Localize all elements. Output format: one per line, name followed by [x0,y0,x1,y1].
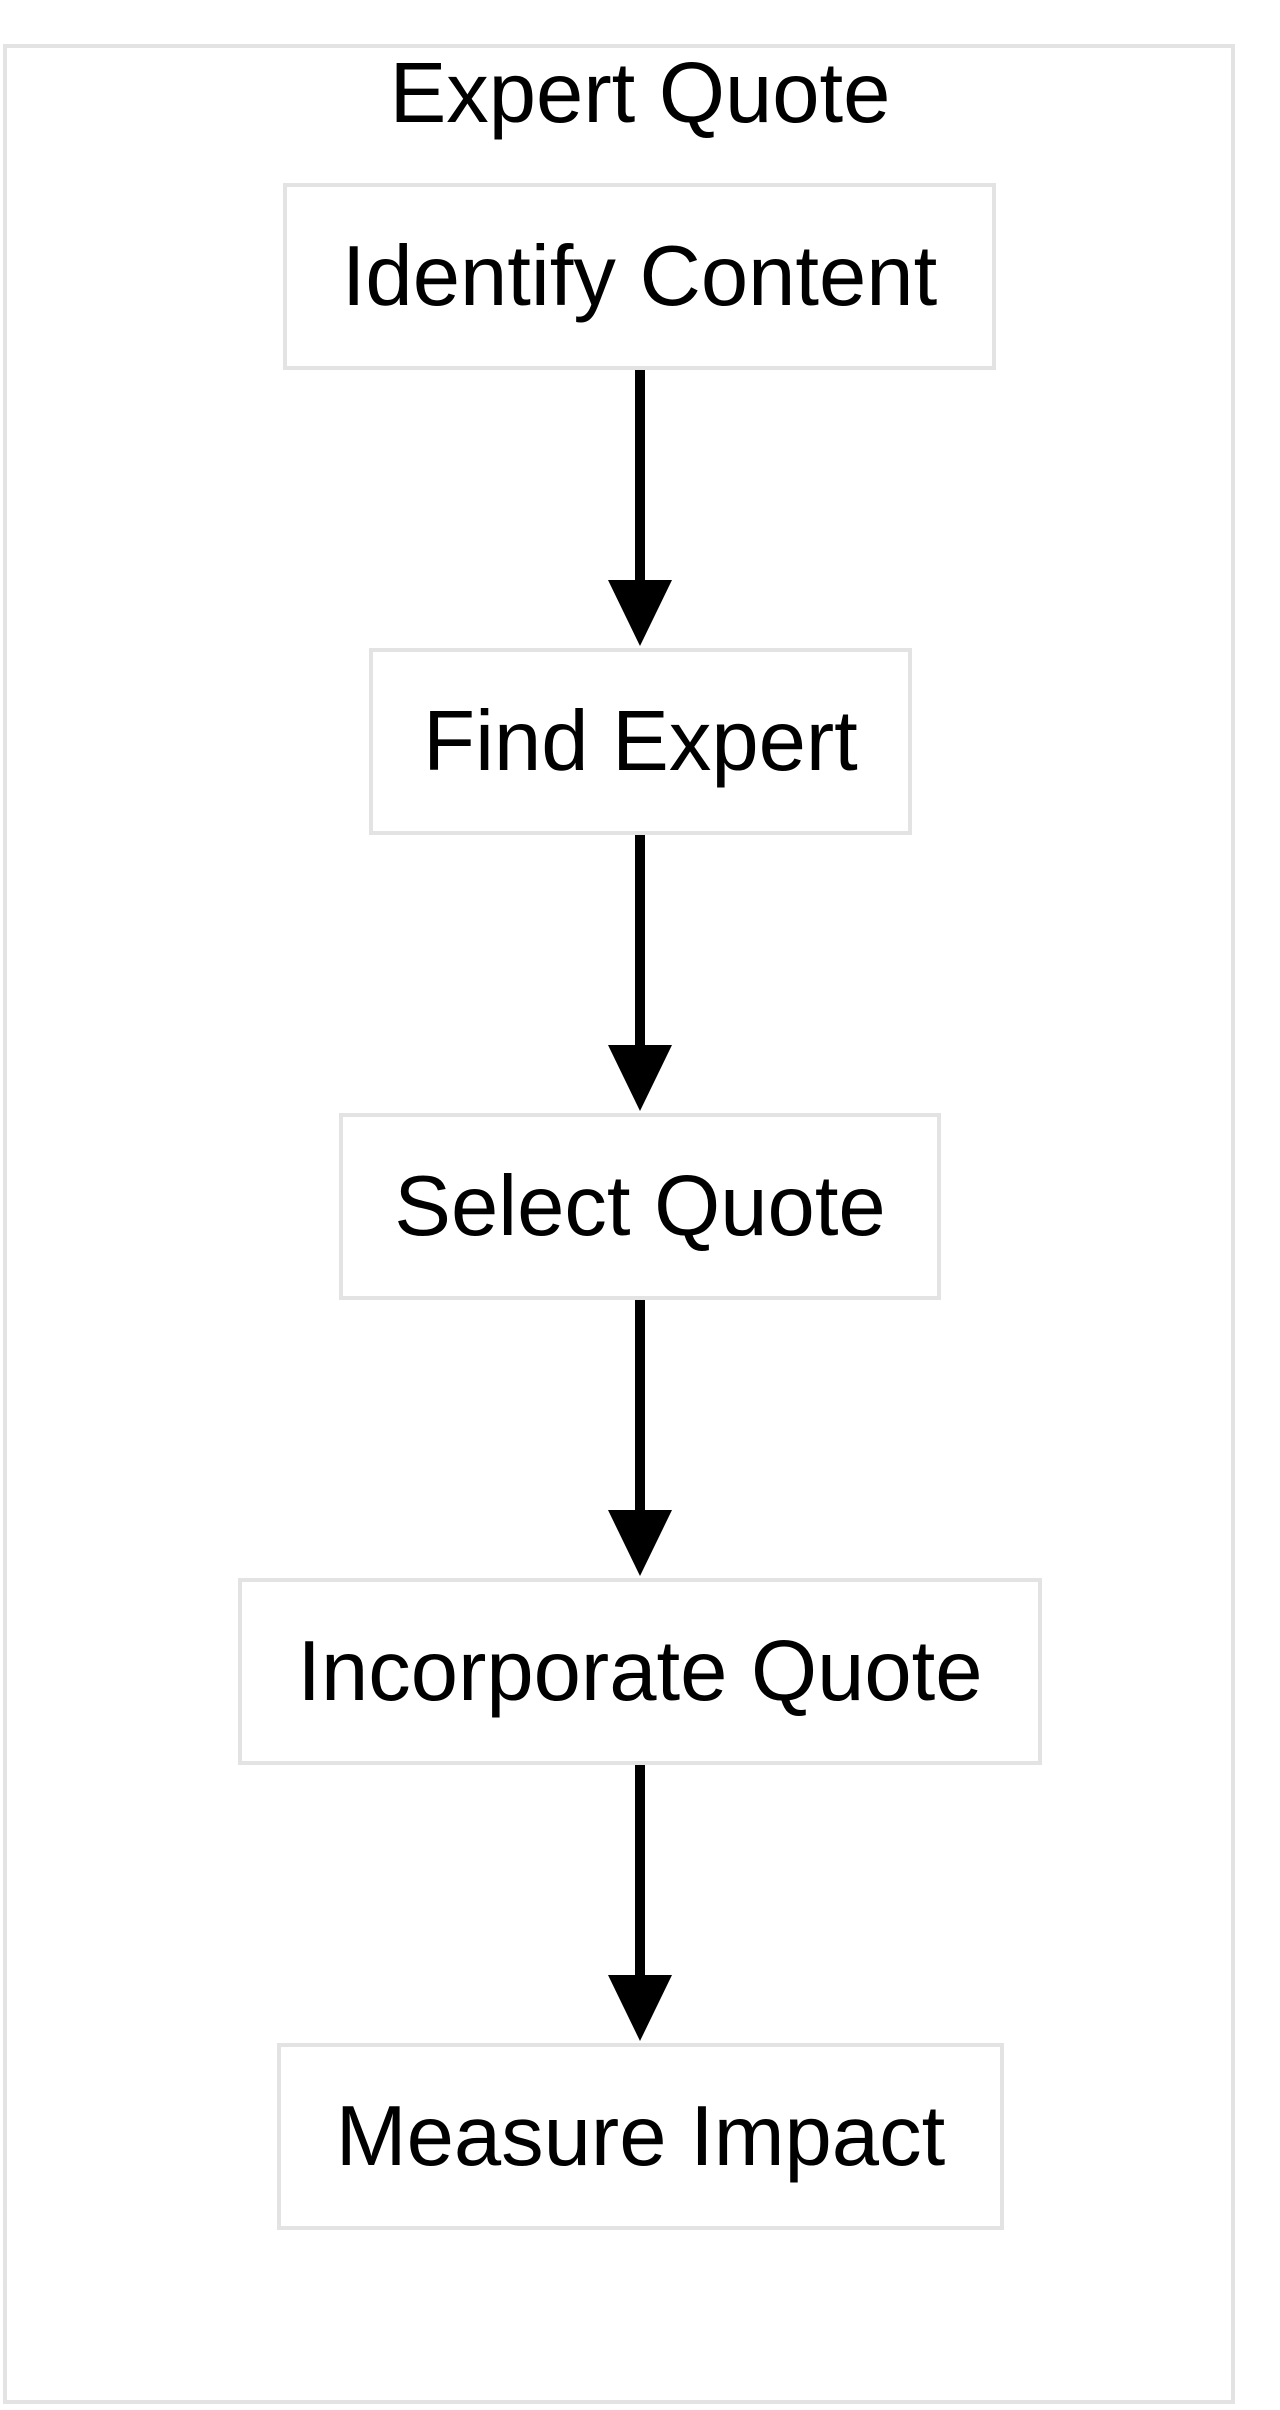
node-label: Measure Impact [335,2088,946,2184]
cluster-title: Expert Quote [389,46,891,141]
node-label: Find Expert [423,693,858,789]
edge-select-incorporate [608,1300,672,1576]
edge-identify-find [608,370,672,646]
node-label: Identify Content [341,228,938,324]
edge-incorporate-measure [608,1765,672,2041]
edge-find-select [608,835,672,1111]
cluster-frame [3,44,1235,2404]
node-label: Select Quote [394,1158,886,1254]
node-select-quote: Select Quote [339,1113,941,1300]
node-find-expert: Find Expert [369,648,912,835]
node-identify-content: Identify Content [283,183,996,370]
node-incorporate-quote: Incorporate Quote [238,1578,1042,1765]
node-measure-impact: Measure Impact [277,2043,1004,2230]
node-label: Incorporate Quote [297,1623,983,1719]
